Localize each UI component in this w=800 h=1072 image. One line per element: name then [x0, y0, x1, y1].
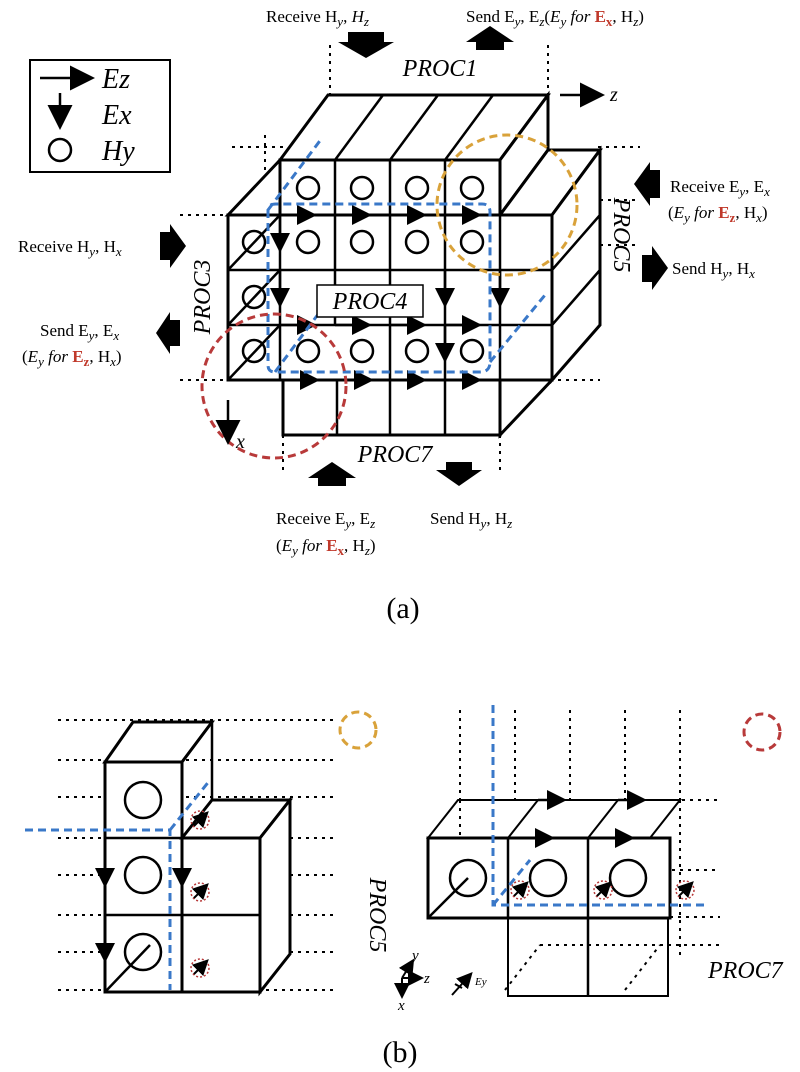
legend-box: Ez Ex Hy: [29, 59, 171, 173]
caption-b: (b): [383, 1036, 418, 1069]
x-axis-label: x: [235, 431, 245, 453]
left-send-text: Send Ey, Ex: [40, 321, 119, 343]
bottom-send-arrow-icon: [436, 462, 482, 486]
left-receive-text: Receive Hy, Hx: [18, 237, 122, 259]
proc3-label: PROC3: [190, 260, 216, 336]
field-arrows: [270, 205, 510, 390]
axis-x-label-b: x: [397, 998, 405, 1014]
top-send-text: Send Ey, Ez(Ey for Ex, Hz): [466, 7, 644, 29]
block-right: [497, 145, 603, 384]
proc1-label: PROC1: [402, 56, 478, 82]
legend-ex: Ex: [101, 100, 132, 131]
ey-arrow-icon: [451, 972, 473, 996]
top-receive-arrow-icon: [338, 32, 394, 58]
ey-label: Ey: [474, 976, 487, 988]
right-receive-text: Receive Ey, Ex: [670, 177, 770, 199]
orange-marker-circle: [338, 710, 378, 750]
proc4-label-box: [316, 284, 424, 318]
caption-a: (a): [386, 592, 419, 625]
proc7-label-b: PROC7: [707, 958, 784, 984]
left-send-detail: (Ey for Ez, Hx): [22, 347, 122, 369]
axes-triad-icon: [394, 958, 424, 999]
top-send-arrow-icon: [466, 26, 514, 50]
communication-arrows: [156, 26, 668, 486]
figure-b-right: PROC7 y z x Ey: [394, 705, 784, 1014]
hy-circles: [241, 175, 485, 364]
right-send-arrow-icon: [642, 246, 668, 290]
proc7-label: PROC7: [357, 442, 434, 468]
top-receive-text: Receive Hy, Hz: [266, 7, 369, 29]
block-bottom: [281, 378, 556, 439]
left-send-arrow-icon: [156, 312, 180, 354]
red-marker-circle: [742, 712, 782, 752]
axis-z-label-b: z: [423, 971, 430, 987]
axis-y-label: y: [410, 948, 419, 964]
right-send-text: Send Hy, Hx: [672, 259, 755, 281]
bottom-receive-detail: (Ey for Ex, Hz): [276, 536, 376, 558]
z-axis-label: z: [609, 84, 618, 106]
right-receive-arrow-icon: [634, 162, 660, 206]
proc5-label: PROC5: [608, 197, 634, 273]
bottom-send-text: Send Hy, Hz: [430, 509, 512, 531]
legend-ez: Ez: [101, 64, 130, 95]
bottom-receive-text: Receive Ey, Ez: [276, 509, 375, 531]
proc5-label-b: PROC5: [364, 877, 390, 953]
proc4-label: PROC4: [332, 289, 408, 315]
right-receive-detail: (Ey for Ez, Hx): [668, 203, 768, 225]
figure-b-left: PROC5: [25, 710, 390, 997]
hy-circle-icon: [47, 137, 73, 163]
bottom-receive-arrow-icon: [308, 462, 356, 486]
red-highlight-circle: [200, 312, 348, 460]
orange-highlight-circle: [435, 133, 579, 277]
left-receive-arrow-icon: [160, 224, 186, 268]
legend-hy: Hy: [101, 136, 135, 167]
figure-a: Ez Ex Hy: [18, 7, 770, 625]
